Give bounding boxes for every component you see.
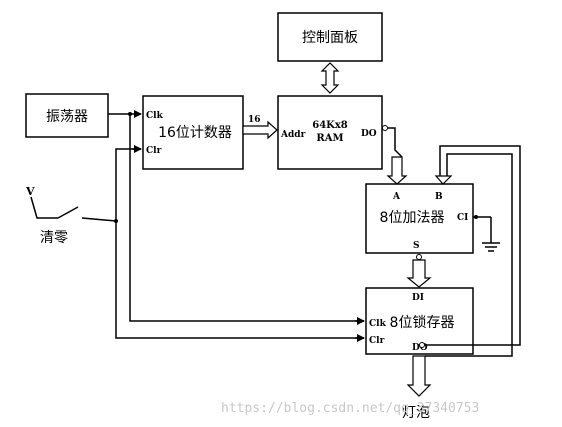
- switch-v-label: V: [25, 185, 35, 198]
- adder-a-pin: A: [392, 192, 401, 202]
- ram-do-pin: DO: [361, 129, 377, 139]
- clear-switch: V 清零: [25, 185, 117, 246]
- ram-addr-pin: Addr: [280, 130, 306, 140]
- watermark-text: https://blog.csdn.net/qq_37340753: [221, 401, 479, 416]
- latch-lamp-bus-arrow: [406, 355, 432, 397]
- adder-b-pin: B: [435, 192, 443, 202]
- clk-to-latch-wire: [129, 114, 364, 322]
- ram-adder-bus-arrow: [386, 156, 408, 185]
- latch-block: 8位锁存器 DI Clk Clr DO: [365, 287, 474, 355]
- feedback-inner-wire: [425, 153, 513, 357]
- ground-icon: [482, 242, 500, 252]
- switch-out-wire: [81, 217, 117, 222]
- ci-dot: [474, 215, 478, 219]
- ram-do-wire: [382, 127, 403, 158]
- counter-ram-bus-arrow: [242, 120, 278, 140]
- oscillator-label: 振荡器: [46, 109, 88, 125]
- latch-clr-pin: Clr: [369, 336, 385, 346]
- adder-s-pin: S: [413, 241, 420, 251]
- ram-label-size: 64Kx8: [312, 120, 348, 131]
- feedback-adder-b-arrow: [434, 175, 453, 185]
- latch-do-bubble: [419, 342, 425, 348]
- counter-clr-pin: Clr: [146, 146, 162, 156]
- counter-label: 16位计数器: [158, 125, 232, 141]
- bus-width-label: 16: [248, 115, 261, 125]
- latch-clk-pin: Clk: [369, 319, 387, 329]
- counter-clk-pin: Clk: [146, 111, 164, 121]
- control-panel-block: 控制面板: [277, 12, 383, 62]
- ram-label-type: RAM: [316, 133, 343, 144]
- control-panel-label: 控制面板: [302, 30, 358, 46]
- switch-lever: [57, 206, 79, 219]
- clr-to-latch-wire: [115, 221, 364, 339]
- control-ram-bus-arrow: [320, 62, 340, 94]
- counter-block: 16位计数器 Clk Clr: [142, 95, 244, 170]
- latch-do-pin: DO: [412, 343, 428, 353]
- oscillator-block: 振荡器: [25, 93, 109, 138]
- adder-s-bubble: [416, 254, 422, 260]
- switch-label: 清零: [40, 230, 68, 246]
- latch-label: 8位锁存器: [390, 315, 455, 331]
- ram-block: 64Kx8 RAM Addr DO: [277, 95, 383, 170]
- adder-latch-bus-arrow: [406, 259, 432, 288]
- lamp-label: 灯泡: [402, 405, 430, 421]
- adder-block: 8位加法器 A B CI S: [365, 183, 474, 254]
- latch-di-pin: DI: [412, 293, 424, 303]
- clr-to-counter-wire: [115, 148, 141, 221]
- ram-do-bubble: [382, 125, 388, 131]
- switch-supply-wire: [30, 196, 58, 219]
- adder-label: 8位加法器: [380, 210, 445, 226]
- adder-ci-pin: CI: [457, 213, 468, 223]
- feedback-outer-wire: [425, 145, 521, 346]
